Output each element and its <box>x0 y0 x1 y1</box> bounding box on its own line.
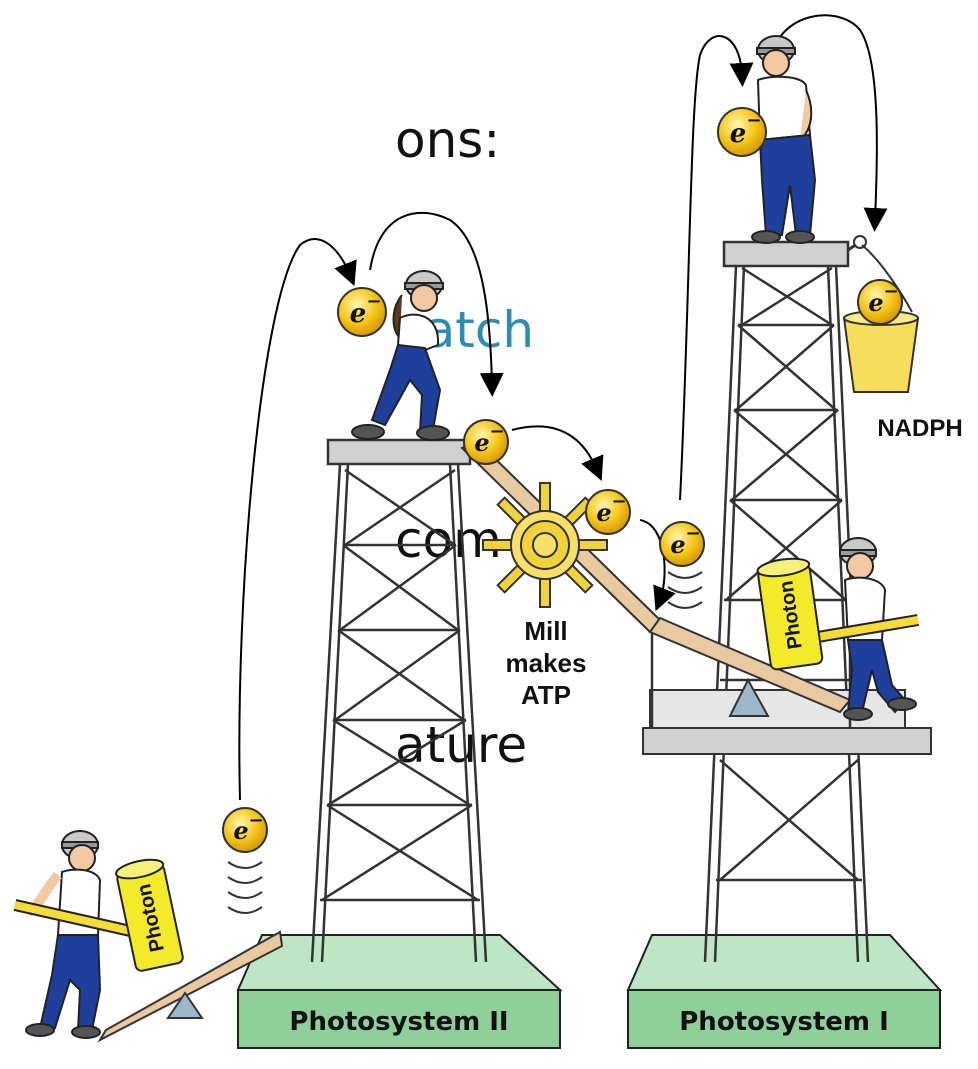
upper-seesaw <box>648 616 852 717</box>
photon-hammer-left: Photon <box>13 858 184 972</box>
photosystem-ii-label: Photosystem II <box>289 1007 508 1037</box>
electron-ramp-top: e − <box>463 419 509 465</box>
svg-text:−: − <box>611 491 626 512</box>
worker-lower-right <box>839 537 917 721</box>
svg-text:e: e <box>474 428 489 457</box>
svg-text:e: e <box>233 816 248 845</box>
nadph-label: NADPH <box>877 415 962 442</box>
svg-text:Mill: Mill <box>524 616 567 646</box>
electron-bounce-lines <box>227 571 703 914</box>
photosystem-ii-base: Photosystem II <box>236 934 563 1049</box>
slide-text-line-4: ature <box>395 716 528 774</box>
ground-seesaw <box>97 930 284 1043</box>
electron-held-ps2: e − <box>337 287 387 337</box>
atp-mill-wheel <box>482 482 608 608</box>
svg-text:e: e <box>730 119 747 149</box>
svg-text:−: − <box>366 291 381 312</box>
electron-path-arrows <box>238 14 888 801</box>
photosystem-i-label: Photosystem I <box>679 1007 889 1037</box>
svg-text:−: − <box>883 281 898 302</box>
svg-text:e: e <box>868 288 883 317</box>
svg-text:makes: makes <box>506 648 587 678</box>
worker-ground-left <box>25 830 102 1039</box>
svg-text:−: − <box>746 110 761 131</box>
svg-text:−: − <box>489 421 504 442</box>
worker-photosystem-i <box>751 35 817 244</box>
electron-mill: e − <box>585 489 631 535</box>
electron-held-ps1: e − <box>717 107 767 157</box>
svg-text:−: − <box>685 523 700 544</box>
photosystem-i-base: Photosystem I <box>626 934 943 1049</box>
slide-text-line-1: ons: <box>395 111 501 169</box>
svg-text:e: e <box>596 498 611 527</box>
svg-text:e: e <box>670 530 685 559</box>
worker-photosystem-ii <box>351 270 450 441</box>
photon-hammer-right: Photon <box>756 557 920 671</box>
electron-bouncing-ps1: e − <box>659 521 705 567</box>
electron-bucket: e − <box>857 279 903 325</box>
electron-ground: e − <box>222 807 268 853</box>
svg-text:ATP: ATP <box>521 680 571 710</box>
tower-photosystem-ii <box>310 438 488 963</box>
tower-photosystem-i <box>703 240 870 963</box>
svg-text:−: − <box>248 810 263 831</box>
svg-text:e: e <box>350 299 367 329</box>
mill-label: Mill makes ATP <box>506 616 587 710</box>
